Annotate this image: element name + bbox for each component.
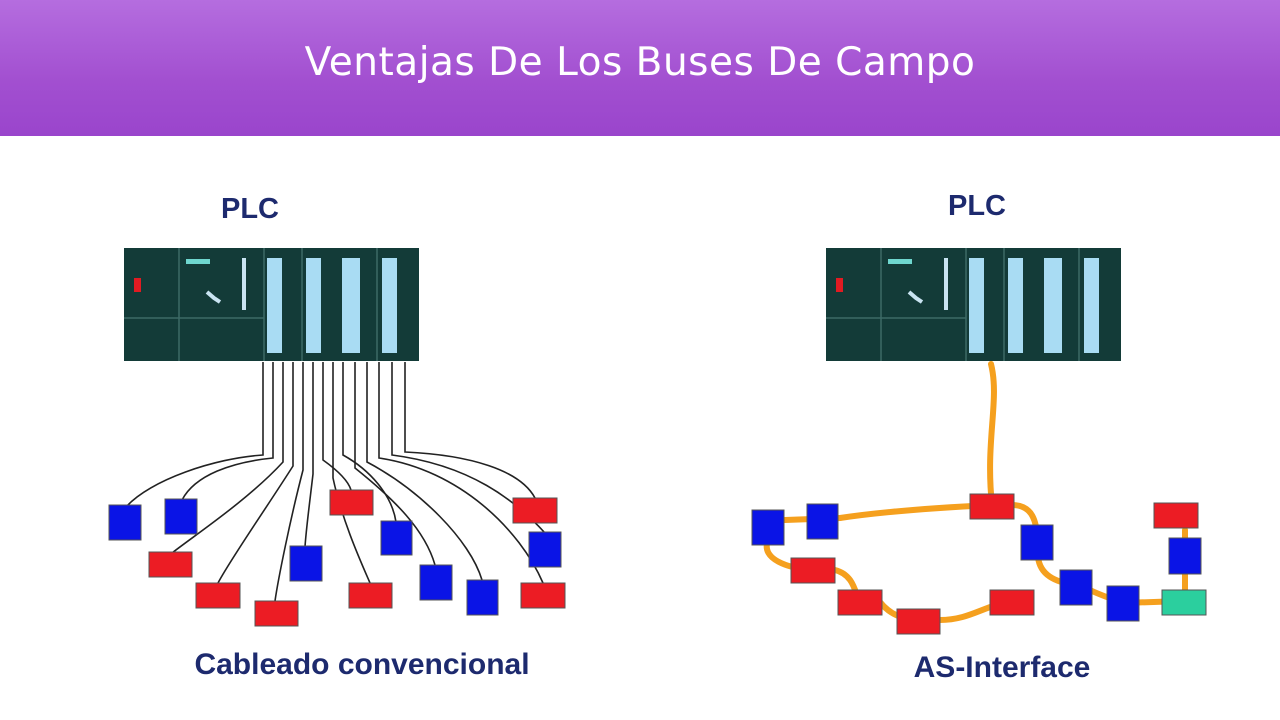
slide-title: Ventajas De Los Buses De Campo	[304, 40, 976, 85]
device-blue	[380, 520, 413, 556]
device-red	[790, 557, 836, 584]
right-caption: AS-Interface	[914, 651, 1091, 684]
left-plc-unit	[122, 246, 421, 363]
parallel-wires	[125, 362, 546, 602]
conventional-devices	[108, 489, 566, 627]
device-blue	[1106, 585, 1140, 622]
device-red	[329, 489, 374, 516]
device-red	[148, 551, 193, 578]
device-blue	[466, 579, 499, 616]
device-red	[989, 589, 1035, 616]
device-blue	[108, 504, 142, 541]
device-red	[254, 600, 299, 627]
title-bar: Ventajas De Los Buses De Campo	[0, 0, 1280, 136]
device-blue	[419, 564, 453, 601]
device-blue	[289, 545, 323, 582]
device-blue	[1059, 569, 1093, 606]
device-red	[896, 608, 941, 635]
device-blue	[1168, 537, 1202, 575]
device-blue	[806, 503, 839, 540]
device-red	[348, 582, 393, 609]
device-red	[195, 582, 241, 609]
right-diagram: PLC	[751, 190, 1207, 684]
device-red	[969, 493, 1015, 520]
device-red	[520, 582, 566, 609]
device-red	[1153, 502, 1199, 529]
device-red	[512, 497, 558, 524]
device-blue	[528, 531, 562, 568]
device-red	[837, 589, 883, 616]
right-plc-label: PLC	[948, 190, 1006, 222]
left-caption: Cableado convencional	[194, 648, 529, 681]
as-i-devices	[751, 493, 1207, 635]
left-diagram: PLC	[108, 193, 566, 681]
as-i-gateway	[1161, 589, 1207, 616]
device-blue	[164, 498, 198, 535]
right-plc-unit	[824, 246, 1123, 363]
left-plc-label: PLC	[221, 193, 279, 225]
device-blue	[751, 509, 785, 546]
device-blue	[1020, 524, 1054, 561]
